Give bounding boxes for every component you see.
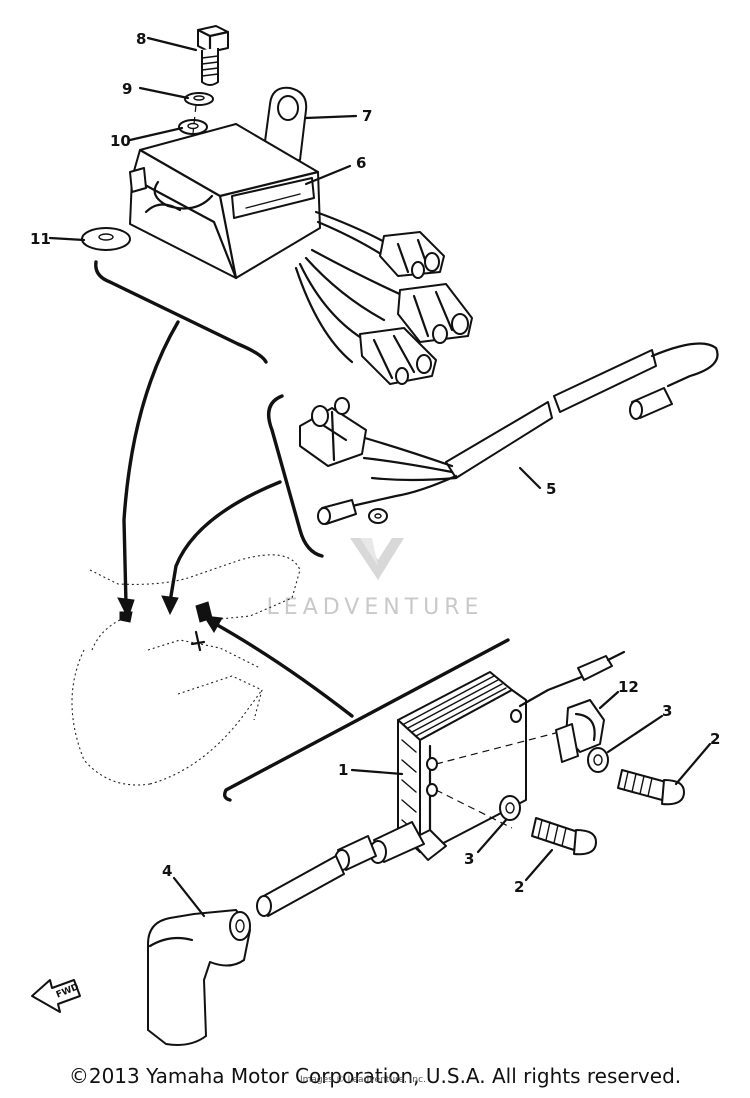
callout-4: 4	[162, 862, 172, 880]
group-bracket-harness	[267, 394, 324, 558]
spacer-12	[555, 699, 605, 763]
callout-8: 8	[136, 30, 146, 48]
callout-3a: 3	[662, 702, 672, 720]
watermark-text: LEADVENTURE	[267, 595, 484, 620]
leader-lines	[48, 36, 712, 918]
callout-7: 7	[362, 107, 372, 125]
watermark-logo	[350, 538, 404, 580]
fwd-arrow-icon: FWD	[31, 979, 81, 1013]
washer-3a	[587, 747, 609, 773]
screw-2a	[617, 769, 685, 806]
ignition-coil-1	[256, 650, 626, 917]
copyright-notice: ©2013 Yamaha Motor Corporation, U.S.A. A…	[68, 1064, 682, 1088]
callout-2b: 2	[514, 878, 524, 896]
callout-10: 10	[110, 132, 131, 150]
screw-2b	[531, 817, 597, 856]
image-credit: Images © Leadventure, Inc.	[300, 1075, 426, 1085]
callout-6: 6	[356, 154, 366, 172]
plug-cap-4	[147, 909, 251, 1046]
callout-5: 5	[546, 480, 556, 498]
washer-3b	[499, 795, 521, 821]
callout-3b: 3	[464, 850, 474, 868]
callout-2a: 2	[710, 730, 720, 748]
group-bracket-upper	[94, 260, 268, 364]
motorcycle-outline	[71, 554, 301, 786]
cdi-unit-6	[129, 25, 473, 385]
routing-arrows	[117, 320, 354, 718]
group-bracket-lower	[222, 638, 510, 802]
callout-1: 1	[338, 761, 348, 779]
washer-9	[184, 92, 214, 106]
callout-9: 9	[122, 80, 132, 98]
bolt-8	[196, 25, 230, 86]
callout-12: 12	[618, 678, 639, 696]
wire-harness-5	[267, 342, 719, 558]
callout-11: 11	[30, 230, 51, 248]
grommet-11	[81, 227, 131, 251]
